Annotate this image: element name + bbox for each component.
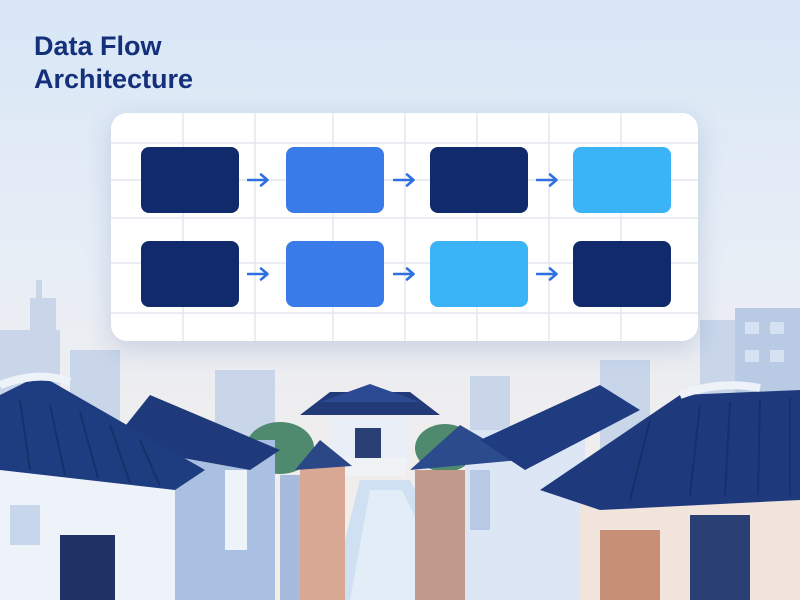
flow-node-navy xyxy=(141,241,239,307)
arrow-right-icon xyxy=(247,173,269,187)
diagram-title: Data Flow Architecture xyxy=(34,30,193,96)
arrow-right-icon xyxy=(393,173,415,187)
arrow-right-icon xyxy=(393,267,415,281)
right-houses xyxy=(410,381,800,600)
title-line-1: Data Flow xyxy=(34,31,162,61)
flow-node-cyan xyxy=(430,241,528,307)
arrow-right-icon xyxy=(536,173,558,187)
arrow-right-icon xyxy=(247,267,269,281)
left-houses xyxy=(0,372,352,600)
flow-node-cyan xyxy=(573,147,671,213)
flow-node-blue xyxy=(286,241,384,307)
arrow-right-icon xyxy=(536,267,558,281)
diagram-card xyxy=(111,113,698,341)
title-line-2: Architecture xyxy=(34,64,194,94)
flow-node-navy xyxy=(430,147,528,213)
palace-gate xyxy=(300,384,440,476)
flow-node-navy xyxy=(573,241,671,307)
flow-node-navy xyxy=(141,147,239,213)
flow-node-blue xyxy=(286,147,384,213)
